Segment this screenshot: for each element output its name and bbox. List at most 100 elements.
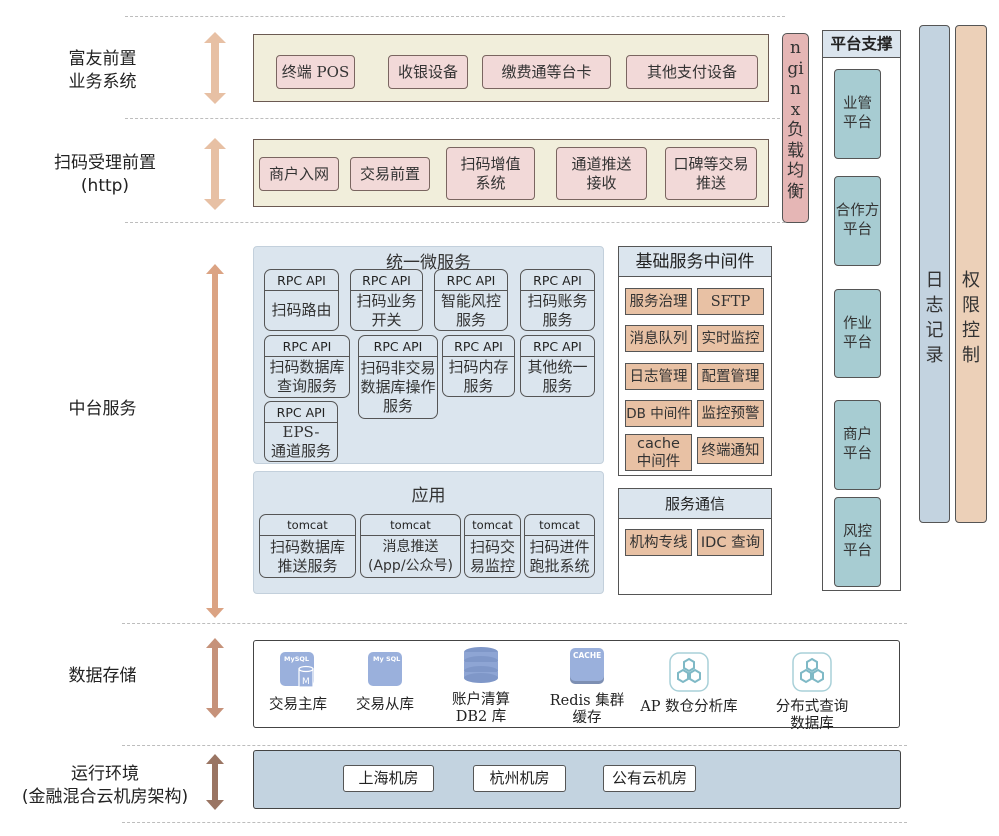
scan-item: 交易前置 — [350, 157, 430, 191]
storage-label: 账户清算 DB2 库 — [452, 692, 510, 725]
storage-label: 交易从库 — [356, 697, 414, 713]
middleware-item: cache 中间件 — [625, 434, 692, 471]
service-name: 扫码路由 — [271, 301, 332, 319]
separator — [122, 745, 907, 746]
rpc-api-label: RPC API — [435, 270, 507, 291]
separator — [122, 623, 907, 624]
app-name: 扫码交 易监控 — [469, 537, 515, 575]
double-arrow-icon — [204, 138, 226, 210]
service-name: EPS- 通道服务 — [270, 423, 331, 460]
layer-label-scan: 扫码受理前置 (http) — [54, 153, 156, 196]
middleware-item: DB 中间件 — [625, 400, 692, 427]
rpc-api-label: RPC API — [265, 336, 349, 357]
middleware-item: 终端通知 — [697, 437, 764, 464]
data-storage-frame: MySQL M 交易主库 My SQL 交易从库 账户清算 DB2 库 CACHE… — [253, 640, 900, 732]
middleware-item: 配置管理 — [697, 363, 764, 390]
db2-database-icon — [464, 647, 498, 683]
middleware-item: 服务治理 — [625, 288, 692, 315]
rpc-api-label: RPC API — [351, 270, 422, 291]
nginx-load-balancer: nginx负载均衡 — [782, 33, 809, 223]
tomcat-label: tomcat — [361, 515, 460, 536]
separator — [125, 16, 785, 17]
communication-title: 服务通信 — [619, 489, 771, 519]
service-name: 扫码非交易 数据库操作 服务 — [360, 359, 436, 415]
tomcat-label: tomcat — [260, 515, 355, 536]
scan-item: 扫码增值 系统 — [446, 147, 535, 200]
layer-label-runtime: 运行环境 (金融混合云机房架构) — [21, 764, 189, 807]
storage-label: 交易主库 — [269, 697, 327, 713]
middleware-item: 实时监控 — [697, 325, 764, 352]
svg-text:MySQL: MySQL — [284, 655, 309, 663]
datacenter-item: 公有云机房 — [603, 765, 696, 792]
scan-frontend-frame: 商户入网 交易前置 扫码增值 系统 通道推送 接收 口碑等交易 推送 — [253, 139, 769, 207]
middleware-item: 日志管理 — [625, 363, 692, 390]
platform-item: 商户 平台 — [834, 400, 881, 490]
platform-item: 合作方 平台 — [834, 176, 881, 266]
rpc-api-label: RPC API — [265, 402, 337, 423]
app-name: 扫码数据库 推送服务 — [269, 537, 345, 575]
service-name: 扫码业务 开关 — [356, 291, 417, 329]
communication-item: IDC 查询 — [697, 529, 764, 556]
rpc-api-label: RPC API — [521, 270, 594, 291]
tomcat-label: tomcat — [465, 515, 520, 536]
platform-support-panel: 平台支撑 业管 平台 合作方 平台 作业 平台 商户 平台 风控 平台 — [822, 30, 901, 591]
platform-title: 平台支撑 — [823, 31, 900, 58]
separator — [122, 822, 907, 823]
logging-label: 日志记录 — [925, 270, 944, 366]
svg-text:CACHE: CACHE — [573, 651, 601, 660]
scan-item: 口碑等交易 推送 — [665, 147, 757, 200]
svg-text:My SQL: My SQL — [373, 655, 400, 663]
layer-label-front: 富友前置 业务系统 — [68, 49, 137, 92]
scan-item: 通道推送 接收 — [556, 147, 647, 200]
storage-item: 账户清算 DB2 库 — [421, 646, 541, 726]
datacenter-item: 杭州机房 — [473, 765, 566, 792]
rpc-api-label: RPC API — [443, 336, 514, 357]
rpc-api-label: RPC API — [359, 336, 437, 357]
applications-title: 应用 — [411, 486, 446, 506]
scan-item: 商户入网 — [259, 157, 339, 191]
cache-icon: CACHE — [570, 648, 604, 684]
storage-item: CACHE Redis 集群 缓存 — [527, 647, 647, 727]
middleware-panel: 基础服务中间件 服务治理 SFTP 消息队列 实时监控 日志管理 配置管理 DB… — [618, 246, 772, 476]
service-name: 其他统一 服务 — [527, 357, 588, 395]
mysql-master-icon: MySQL M — [280, 652, 314, 688]
storage-item: MySQL M 交易主库 — [238, 651, 358, 714]
storage-label: 分布式查询 数据库 — [775, 699, 849, 732]
communication-item: 机构专线 — [625, 529, 692, 556]
double-arrow-icon — [204, 754, 226, 810]
app-name: 扫码进件 跑批系统 — [529, 537, 590, 575]
logging-bar: 日志记录 — [919, 25, 950, 523]
datacenter-item: 上海机房 — [343, 765, 434, 792]
app-name: 消息推送 (App/公众号) — [368, 538, 453, 574]
layer-label-middle: 中台服务 — [68, 399, 137, 419]
double-arrow-icon — [204, 32, 226, 104]
svg-text:M: M — [302, 677, 310, 687]
front-item: 其他支付设备 — [626, 55, 758, 89]
service-name: 扫码数据库 查询服务 — [269, 358, 345, 395]
runtime-environment-frame: 上海机房 杭州机房 公有云机房 — [253, 750, 901, 809]
middleware-item: SFTP — [697, 288, 764, 315]
service-name: 扫码内存 服务 — [448, 357, 509, 395]
storage-label: AP 数仓分析库 — [640, 699, 738, 715]
middleware-item: 消息队列 — [625, 325, 692, 352]
separator — [125, 222, 785, 223]
storage-label: Redis 集群 缓存 — [549, 693, 625, 726]
middleware-item: 监控预警 — [697, 400, 764, 427]
front-item: 缴费通等台卡 — [482, 55, 611, 89]
permission-label: 权限控制 — [962, 270, 980, 366]
front-systems-frame: 终端 POS 收银设备 缴费通等台卡 其他支付设备 — [253, 34, 769, 102]
rpc-api-label: RPC API — [265, 270, 338, 291]
service-name: 扫码账务 服务 — [527, 291, 588, 329]
separator — [125, 118, 785, 119]
storage-item: My SQL 交易从库 — [325, 651, 445, 714]
platform-item: 风控 平台 — [834, 497, 881, 587]
